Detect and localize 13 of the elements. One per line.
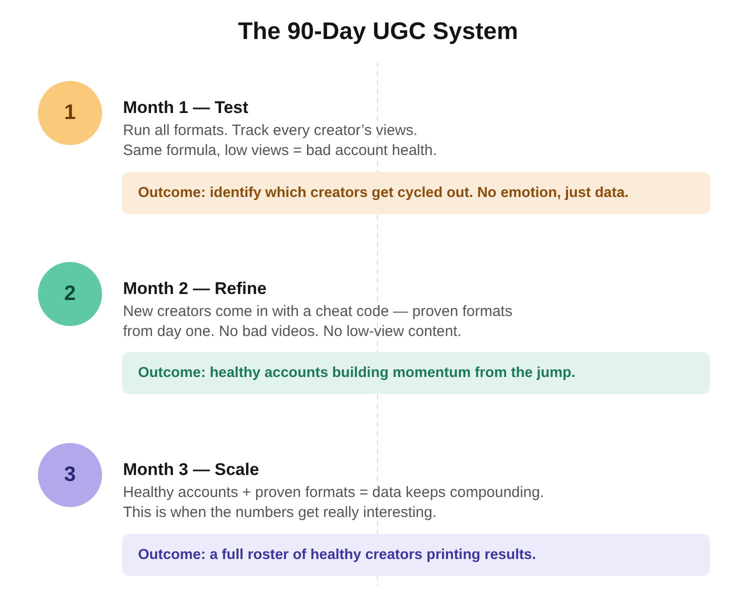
outcome-panel: Outcome: healthy accounts building momentum from the jump. — [122, 352, 710, 394]
title: The 90-Day UGC System — [238, 17, 518, 46]
step-description: New creators come in with a cheat code — proven formats from day one. No bad videos. No low-view content. — [123, 302, 514, 342]
outcome-panel: Outcome: identify which creators get cycled out. No emotion, just data. — [122, 172, 710, 214]
outcome-panel: Outcome: a full roster of healthy creators printing results. — [122, 534, 710, 576]
step-heading: Month 2 — Refine — [123, 278, 267, 300]
step-description: Healthy accounts + proven formats = data keeps compounding. This is when the numbers get really interesting. — [123, 483, 546, 523]
step-number-circle: 1 — [38, 81, 102, 145]
step-description: Run all formats. Track every creator’s views. Same formula, low views = bad account health. — [123, 121, 438, 161]
step-heading: Month 1 — Test — [123, 97, 248, 119]
step-number-circle: 2 — [38, 262, 102, 326]
step-heading: Month 3 — Scale — [123, 459, 260, 481]
step-number-circle: 3 — [38, 443, 102, 507]
